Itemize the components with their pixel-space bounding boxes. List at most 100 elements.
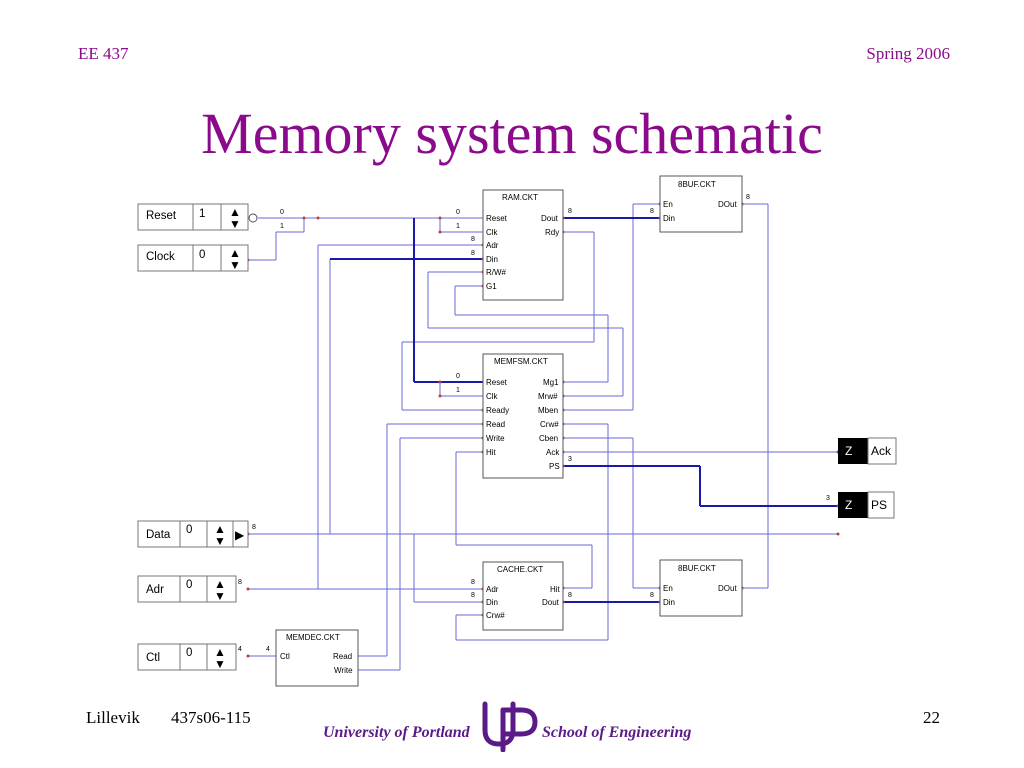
pin-label: Cben [539,434,558,443]
bus-label: 4 [266,646,270,653]
arrow-up-icon[interactable]: ▲ [214,645,226,659]
reset-input[interactable]: Reset 1 ▲ ▼ [137,203,249,231]
bus-label: 0 [280,209,284,216]
bus-label: 8 [650,208,654,215]
block-title: 8BUF.CKT [678,180,716,189]
author-label: Lillevik [86,708,140,727]
bus-label: 1 [280,223,284,230]
pin-label: DOut [718,584,737,593]
adr-input[interactable]: Adr 0 ▲ ▼ [137,575,237,603]
output-label: Ack [871,444,892,458]
pin-label: Read [333,652,352,661]
block-title: 8BUF.CKT [678,564,716,573]
buffer-bottom-block: 8BUF.CKT En Din DOut [659,559,743,617]
arrow-down-icon[interactable]: ▼ [214,589,226,603]
arrow-down-icon[interactable]: ▼ [229,217,241,231]
university-logo [482,701,538,752]
pin-label: Clk [486,228,499,237]
pin-label: Dout [542,598,560,607]
block-title: MEMDEC.CKT [286,633,340,642]
pin-label: Dout [541,214,559,223]
pin-label: Rdy [545,228,559,237]
data-input[interactable]: Data 0 ▲ ▼ ▶ [137,520,249,548]
pin-label: Hit [486,448,497,457]
bus-label: 4 [238,646,242,653]
arrow-down-icon[interactable]: ▼ [214,657,226,671]
pin-label: Ready [486,406,509,415]
bus-label: 1 [456,223,460,230]
arrow-up-icon[interactable]: ▲ [214,522,226,536]
bus-label: 0 [456,373,460,380]
input-label: Clock [146,251,175,263]
input-value: 0 [186,647,192,659]
bus-label: 8 [471,579,475,586]
clock-input[interactable]: Clock 0 ▲ ▼ [137,244,249,272]
ctl-input[interactable]: Ctl 0 ▲ ▼ [137,643,237,671]
school-name: School of Engineering [542,724,692,741]
buffer-top-block: 8BUF.CKT En Din DOut [659,175,743,233]
document-id: 437s06-115 [171,708,251,727]
pin-label: Ack [546,448,560,457]
pin-label: Adr [486,241,499,250]
bus-label: 8 [650,592,654,599]
pin-label: Write [334,666,353,675]
pin-label: Read [486,420,505,429]
arrow-right-icon[interactable]: ▶ [235,528,245,542]
arrow-up-icon[interactable]: ▲ [214,577,226,591]
ps-output: Z PS [838,491,895,519]
slide-title: Memory system schematic [201,101,823,166]
input-label: Adr [146,584,164,596]
bus-label: 8 [568,592,572,599]
inverter-bubble [248,213,258,223]
pin-label: Ctl [280,652,290,661]
pin-label: Adr [486,585,499,594]
ack-output: Z Ack [838,437,897,465]
input-value: 0 [186,579,192,591]
bus-label: 8 [746,194,750,201]
bus-label: 8 [471,236,475,243]
bus-label: 0 [456,209,460,216]
output-state: Z [845,498,852,512]
pin-label: En [663,200,673,209]
university-name: University of Portland [323,724,470,741]
bus-label: 1 [456,387,460,394]
pin-label: Din [663,598,675,607]
block-title: CACHE.CKT [497,565,543,574]
pin-label: Crw# [486,611,505,620]
bus-label: 8 [471,250,475,257]
pin-label: En [663,584,673,593]
pin-label: DOut [718,200,737,209]
pin-label: Reset [486,214,508,223]
pin-label: R/W# [486,268,507,277]
output-state: Z [845,444,852,458]
pin-label: Mg1 [543,378,559,387]
arrow-down-icon[interactable]: ▼ [229,258,241,272]
pin-label: Hit [550,585,561,594]
arrow-down-icon[interactable]: ▼ [214,534,226,548]
input-label: Ctl [146,652,160,664]
pin-label: Din [486,255,498,264]
bus-label: 3 [826,495,830,502]
arrow-up-icon[interactable]: ▲ [229,246,241,260]
pin-label: PS [549,462,560,471]
pin-label: Crw# [540,420,559,429]
input-label: Reset [146,210,177,222]
pin-label: Din [486,598,498,607]
memfsm-block: MEMFSM.CKT Reset Clk Ready Read Write Hi… [482,353,564,479]
pin-label: Mrw# [538,392,558,401]
term-label: Spring 2006 [866,44,950,63]
block-title: RAM.CKT [502,193,538,202]
pin-label: Reset [486,378,508,387]
output-label: PS [871,498,887,512]
pin-label: Mben [538,406,558,415]
pin-label: Din [663,214,675,223]
ram-block: RAM.CKT Reset Clk Adr Din R/W# G1 Dout R… [482,189,564,301]
bus-label: 8 [568,208,572,215]
block-title: MEMFSM.CKT [494,357,548,366]
input-value: 1 [199,208,205,220]
pin-label: Write [486,434,505,443]
course-label: EE 437 [78,44,129,63]
arrow-up-icon[interactable]: ▲ [229,205,241,219]
bus-label: 8 [471,592,475,599]
